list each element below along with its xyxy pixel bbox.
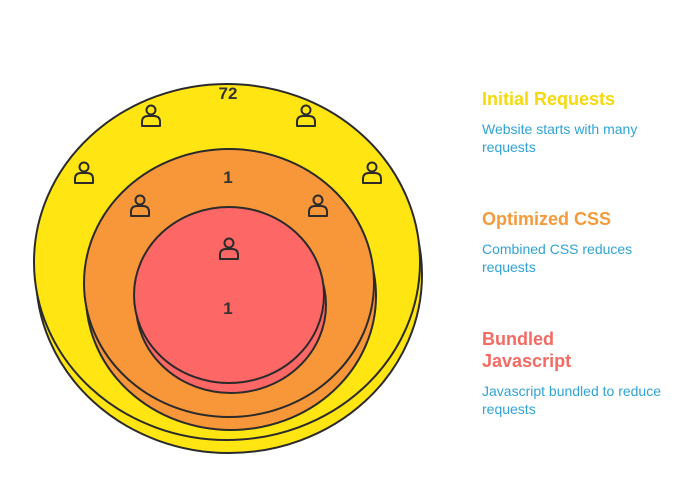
- inner-circle-top: [133, 206, 325, 384]
- legend-bundled-javascript: Bundled Javascript Javascript bundled to…: [482, 328, 672, 418]
- legend-title: Bundled Javascript: [482, 329, 572, 371]
- legend-title: Optimized CSS: [482, 209, 612, 229]
- legend-description: Website starts with many requests: [482, 121, 638, 155]
- middle-count: 1: [223, 168, 232, 187]
- nested-circles-diagram: 72 1 1: [33, 83, 423, 454]
- legend-description: Combined CSS reduces requests: [482, 241, 633, 275]
- inner-count: 1: [223, 299, 232, 318]
- inner-circle: [133, 206, 327, 394]
- legend-initial-requests: Initial Requests Website starts with man…: [482, 88, 672, 156]
- legend-title: Initial Requests: [482, 89, 616, 109]
- legend-description: Javascript bundled to reduce requests: [482, 383, 661, 417]
- legend-optimized-css: Optimized CSS Combined CSS reduces reque…: [482, 208, 672, 276]
- outer-count: 72: [219, 84, 238, 103]
